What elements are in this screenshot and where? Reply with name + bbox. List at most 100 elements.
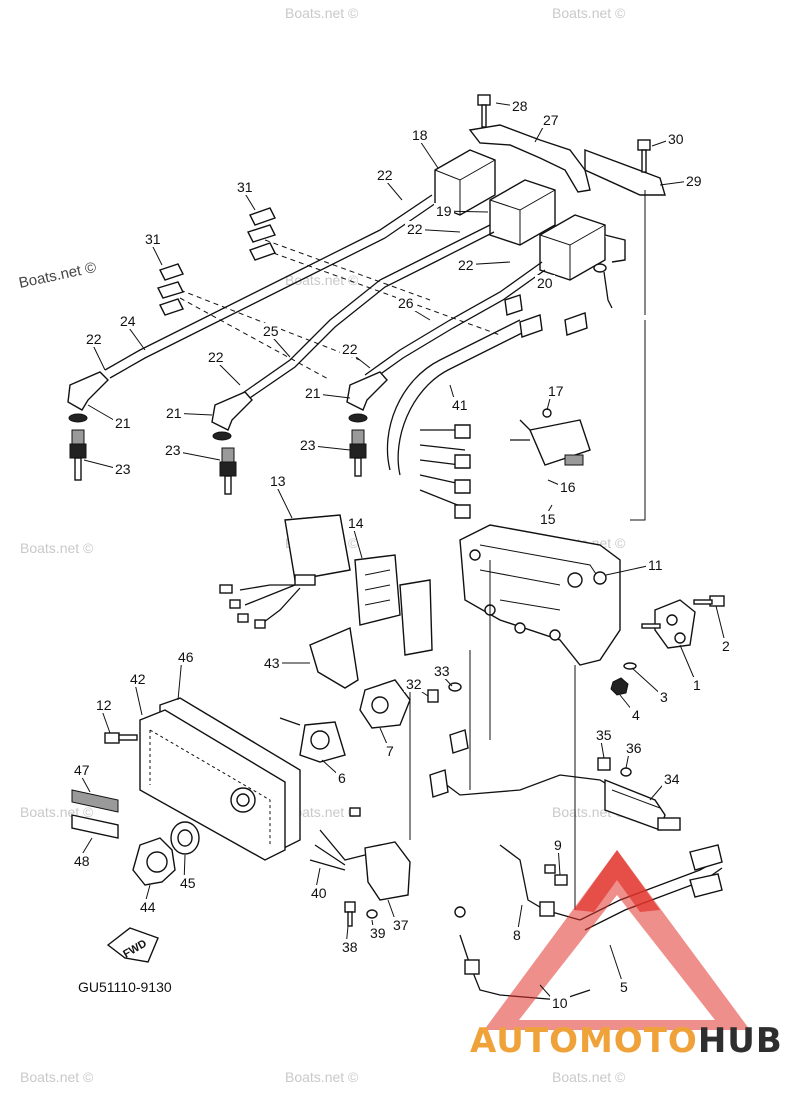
callout-number: 22 <box>377 167 393 183</box>
callout-number: 36 <box>626 740 642 756</box>
callout-number: 43 <box>264 655 280 671</box>
cdi-unit <box>284 514 351 581</box>
callout-number: 18 <box>412 127 428 143</box>
callout-number: 47 <box>74 762 90 778</box>
callout-leader <box>605 564 653 576</box>
watermark: Boats.net © <box>285 5 359 21</box>
forward-arrow <box>106 927 159 963</box>
callout-number: 1 <box>693 677 701 693</box>
rectifier <box>529 419 591 466</box>
callout-number: 37 <box>393 917 409 933</box>
callout-number: 42 <box>130 671 146 687</box>
high-tension-lead <box>364 261 543 376</box>
callout-number: 25 <box>263 323 279 339</box>
callout-number: 45 <box>180 875 196 891</box>
callout-number: 21 <box>305 385 321 401</box>
high-tension-lead <box>104 194 433 371</box>
spark-plug-cap <box>211 391 253 431</box>
callout-number: 9 <box>554 837 562 853</box>
bolt <box>104 732 120 744</box>
ground-plate <box>584 148 666 196</box>
warning-triangle-logo <box>484 850 750 1030</box>
callout-number: 3 <box>660 689 668 705</box>
callout-number: 21 <box>166 405 182 421</box>
sensor-lead <box>439 774 626 796</box>
washer <box>623 662 637 670</box>
watermark: Boats.net © <box>285 804 359 820</box>
callout-number: 8 <box>513 927 521 943</box>
bolt <box>344 901 356 913</box>
callout-number: 38 <box>342 939 358 955</box>
brand-overlay: AUTOMOTOHUB <box>470 850 783 1061</box>
callout-number: 13 <box>270 473 286 489</box>
cable-clamp <box>247 207 276 261</box>
coil-bracket <box>468 124 591 193</box>
callout-number: 39 <box>370 925 386 941</box>
nut <box>610 677 629 696</box>
brand-part1: AUTOMOTO <box>470 1021 698 1061</box>
callout-number: 26 <box>398 295 414 311</box>
washer <box>448 682 462 692</box>
callout-number: 19 <box>436 203 452 219</box>
watermark: Boats.net © <box>20 540 94 556</box>
washer <box>620 767 632 777</box>
callout-number: 20 <box>537 275 553 291</box>
callout-number: 40 <box>311 885 327 901</box>
callout-number: 14 <box>348 515 364 531</box>
cable-clamp <box>157 263 184 316</box>
callout-number: 10 <box>552 995 568 1011</box>
callout-number: 17 <box>548 383 564 399</box>
temperature-sensor <box>604 778 666 831</box>
screw <box>554 874 568 886</box>
diagram-code: GU51110-9130 <box>78 979 172 995</box>
ignition-coil <box>539 214 606 281</box>
bolt <box>637 139 651 151</box>
wiring-harness <box>386 319 521 471</box>
callout-number: 28 <box>512 98 528 114</box>
spark-plug <box>349 429 367 477</box>
callout-number: 22 <box>458 257 474 273</box>
callout-number: 22 <box>208 349 224 365</box>
watermark: Boats.net © <box>552 5 626 21</box>
callout-number: 22 <box>407 221 423 237</box>
bolt <box>477 94 491 106</box>
callout-number: 35 <box>596 727 612 743</box>
callout-number: 7 <box>386 743 394 759</box>
callout-number: 48 <box>74 853 90 869</box>
callout-number: 27 <box>543 112 559 128</box>
label-plate <box>71 789 119 813</box>
callout-number: 31 <box>145 231 161 247</box>
spark-plug-cap <box>67 371 109 411</box>
callout-number: 30 <box>668 131 684 147</box>
brand-part2: HUB <box>698 1021 783 1061</box>
callout-number: 29 <box>686 173 702 189</box>
junction-bracket <box>364 841 411 901</box>
relay-cover <box>309 627 359 689</box>
callout-number: 31 <box>237 179 253 195</box>
callout-number: 21 <box>115 415 131 431</box>
callout-number: 2 <box>722 638 730 654</box>
label-plate <box>71 814 119 839</box>
callout-number: 44 <box>140 899 156 915</box>
callout-number: 15 <box>540 511 556 527</box>
electrical-cover <box>139 709 286 861</box>
watermark: Boats.net © <box>17 259 97 292</box>
lead-wire <box>499 844 581 921</box>
callout-number: 33 <box>434 663 450 679</box>
spark-plug <box>219 447 237 495</box>
callout-number: 24 <box>120 313 136 329</box>
high-tension-lead <box>239 224 491 396</box>
ignition-coil <box>489 179 556 246</box>
watermark: Boats.net © <box>285 272 359 288</box>
bolt <box>427 689 439 703</box>
relay-block <box>354 554 401 626</box>
bolt <box>597 757 611 771</box>
callout-number: 32 <box>406 676 422 692</box>
callout-number: 23 <box>165 442 181 458</box>
ignition-coils-group <box>67 94 666 519</box>
callout-number: 22 <box>86 331 102 347</box>
callout-number: 16 <box>560 479 576 495</box>
screw <box>641 623 661 629</box>
